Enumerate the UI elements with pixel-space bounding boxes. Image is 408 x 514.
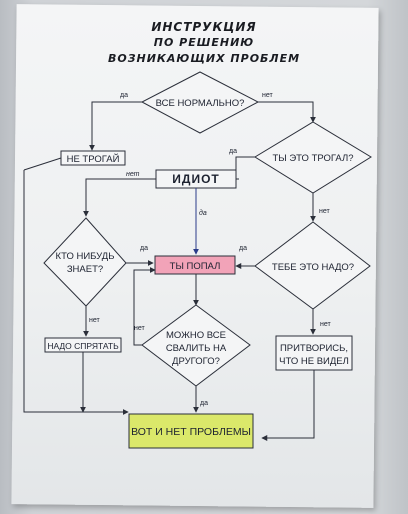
- node-dont-touch: НЕ ТРОГАЙ: [67, 153, 120, 165]
- label-touch-no: нет: [319, 208, 331, 215]
- label-need-no: нет: [320, 321, 332, 328]
- edge-dont-touch-down: [23, 170, 129, 415]
- title-line-2: ПО РЕШЕНИЮ: [153, 36, 255, 49]
- diamond-all-ok: [140, 71, 260, 134]
- node-pretend-2: ЧТО НЕ ВИДЕЛ: [279, 356, 349, 367]
- box-no-problems: [128, 413, 254, 449]
- label-need-yes: да: [239, 245, 247, 252]
- node-did-touch: ТЫ ЭТО ТРОГАЛ?: [273, 153, 354, 164]
- node-pretend-1: ПРИТВОРИСЬ,: [280, 343, 348, 354]
- label-ok-yes: да: [120, 92, 128, 99]
- title-line-3: ВОЗНИКАЮЩИХ ПРОБЛЕМ: [107, 52, 301, 65]
- node-all-ok: ВСЕ НОРМАЛЬНО?: [156, 98, 245, 109]
- label-ok-no: нет: [262, 92, 274, 99]
- box-caught: [154, 255, 236, 275]
- edge-blame-no: [133, 267, 156, 346]
- box-pretend: [275, 335, 353, 371]
- label-idiot-handwritten-yes: да: [199, 209, 207, 217]
- label-knows-no: нет: [89, 317, 101, 324]
- label-touch-yes: да: [229, 148, 237, 155]
- edge-idiot-left: [83, 178, 156, 217]
- label-idiot-handwritten-no: нет: [126, 171, 140, 178]
- edge-ok-yes: [89, 101, 142, 151]
- title-line-1: ИНСТРУКЦИЯ: [151, 20, 257, 34]
- diamond-anyone-knows: [43, 217, 127, 307]
- edge-ok-no: [258, 101, 316, 123]
- label-blame-yes: да: [200, 400, 208, 407]
- node-anyone-knows-1: КТО НИБУДЬ: [56, 251, 115, 262]
- node-blame-2: СВАЛИТЬ НА: [166, 343, 227, 354]
- node-hide: НАДО СПРЯТАТЬ: [47, 341, 119, 351]
- label-blame-no: нет: [134, 325, 146, 332]
- node-caught: ТЫ ПОПАЛ: [170, 261, 221, 272]
- node-need-it: ТЕБЕ ЭТО НАДО?: [272, 262, 354, 273]
- edge-pretend-down: [261, 370, 315, 441]
- node-no-problems: ВОТ И НЕТ ПРОБЛЕМЫ: [131, 426, 251, 438]
- node-anyone-knows-2: ЗНАЕТ?: [67, 264, 103, 275]
- label-knows-yes: да: [140, 245, 148, 252]
- edge-dont-touch-link: [23, 157, 62, 171]
- edge-touch-yes-a: [235, 156, 255, 178]
- node-idiot: ИДИОТ: [172, 172, 219, 186]
- node-blame-3: ДРУГОГО?: [172, 356, 220, 367]
- node-blame-1: МОЖНО ВСЕ: [166, 330, 226, 341]
